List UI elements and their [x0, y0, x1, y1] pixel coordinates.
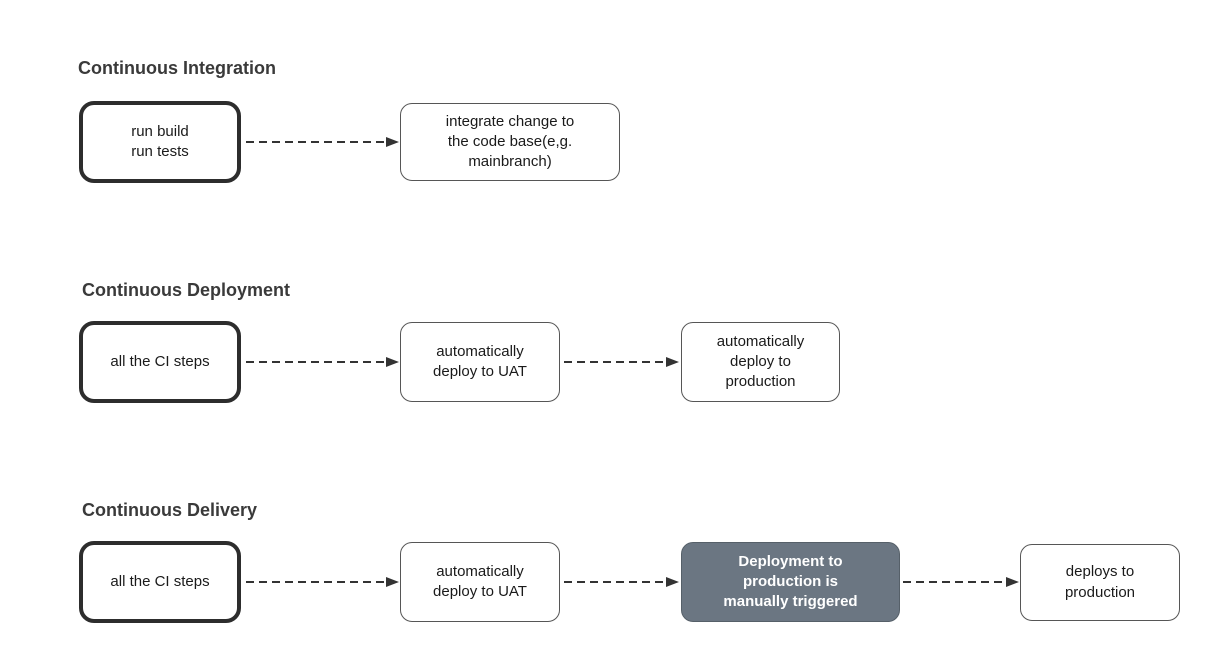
node-manual-trigger-deployment: Deployment to production is manually tri…	[681, 542, 900, 622]
node-deploys-to-production: deploys to production	[1020, 544, 1180, 621]
section-title-continuous-deployment: Continuous Deployment	[82, 280, 290, 300]
dashed-arrow	[903, 581, 1006, 583]
dashed-arrow	[246, 581, 386, 583]
dashed-arrow	[246, 141, 386, 143]
node-auto-deploy-uat-deployment: automatically deploy to UAT	[400, 322, 560, 402]
node-all-ci-steps-deployment: all the CI steps	[79, 321, 241, 403]
dashed-arrow	[564, 361, 666, 363]
section-title-continuous-delivery: Continuous Delivery	[82, 500, 258, 520]
node-auto-deploy-production: automatically deploy to production	[681, 322, 840, 402]
section-title-continuous-integration: Continuous Integration	[78, 58, 276, 78]
dashed-arrow	[246, 361, 386, 363]
node-integrate-change: integrate change to the code base(e,g. m…	[400, 103, 620, 181]
node-run-build-run-tests: run build run tests	[79, 101, 241, 183]
node-auto-deploy-uat-delivery: automatically deploy to UAT	[400, 542, 560, 622]
dashed-arrow	[564, 581, 666, 583]
node-all-ci-steps-delivery: all the CI steps	[79, 541, 241, 623]
